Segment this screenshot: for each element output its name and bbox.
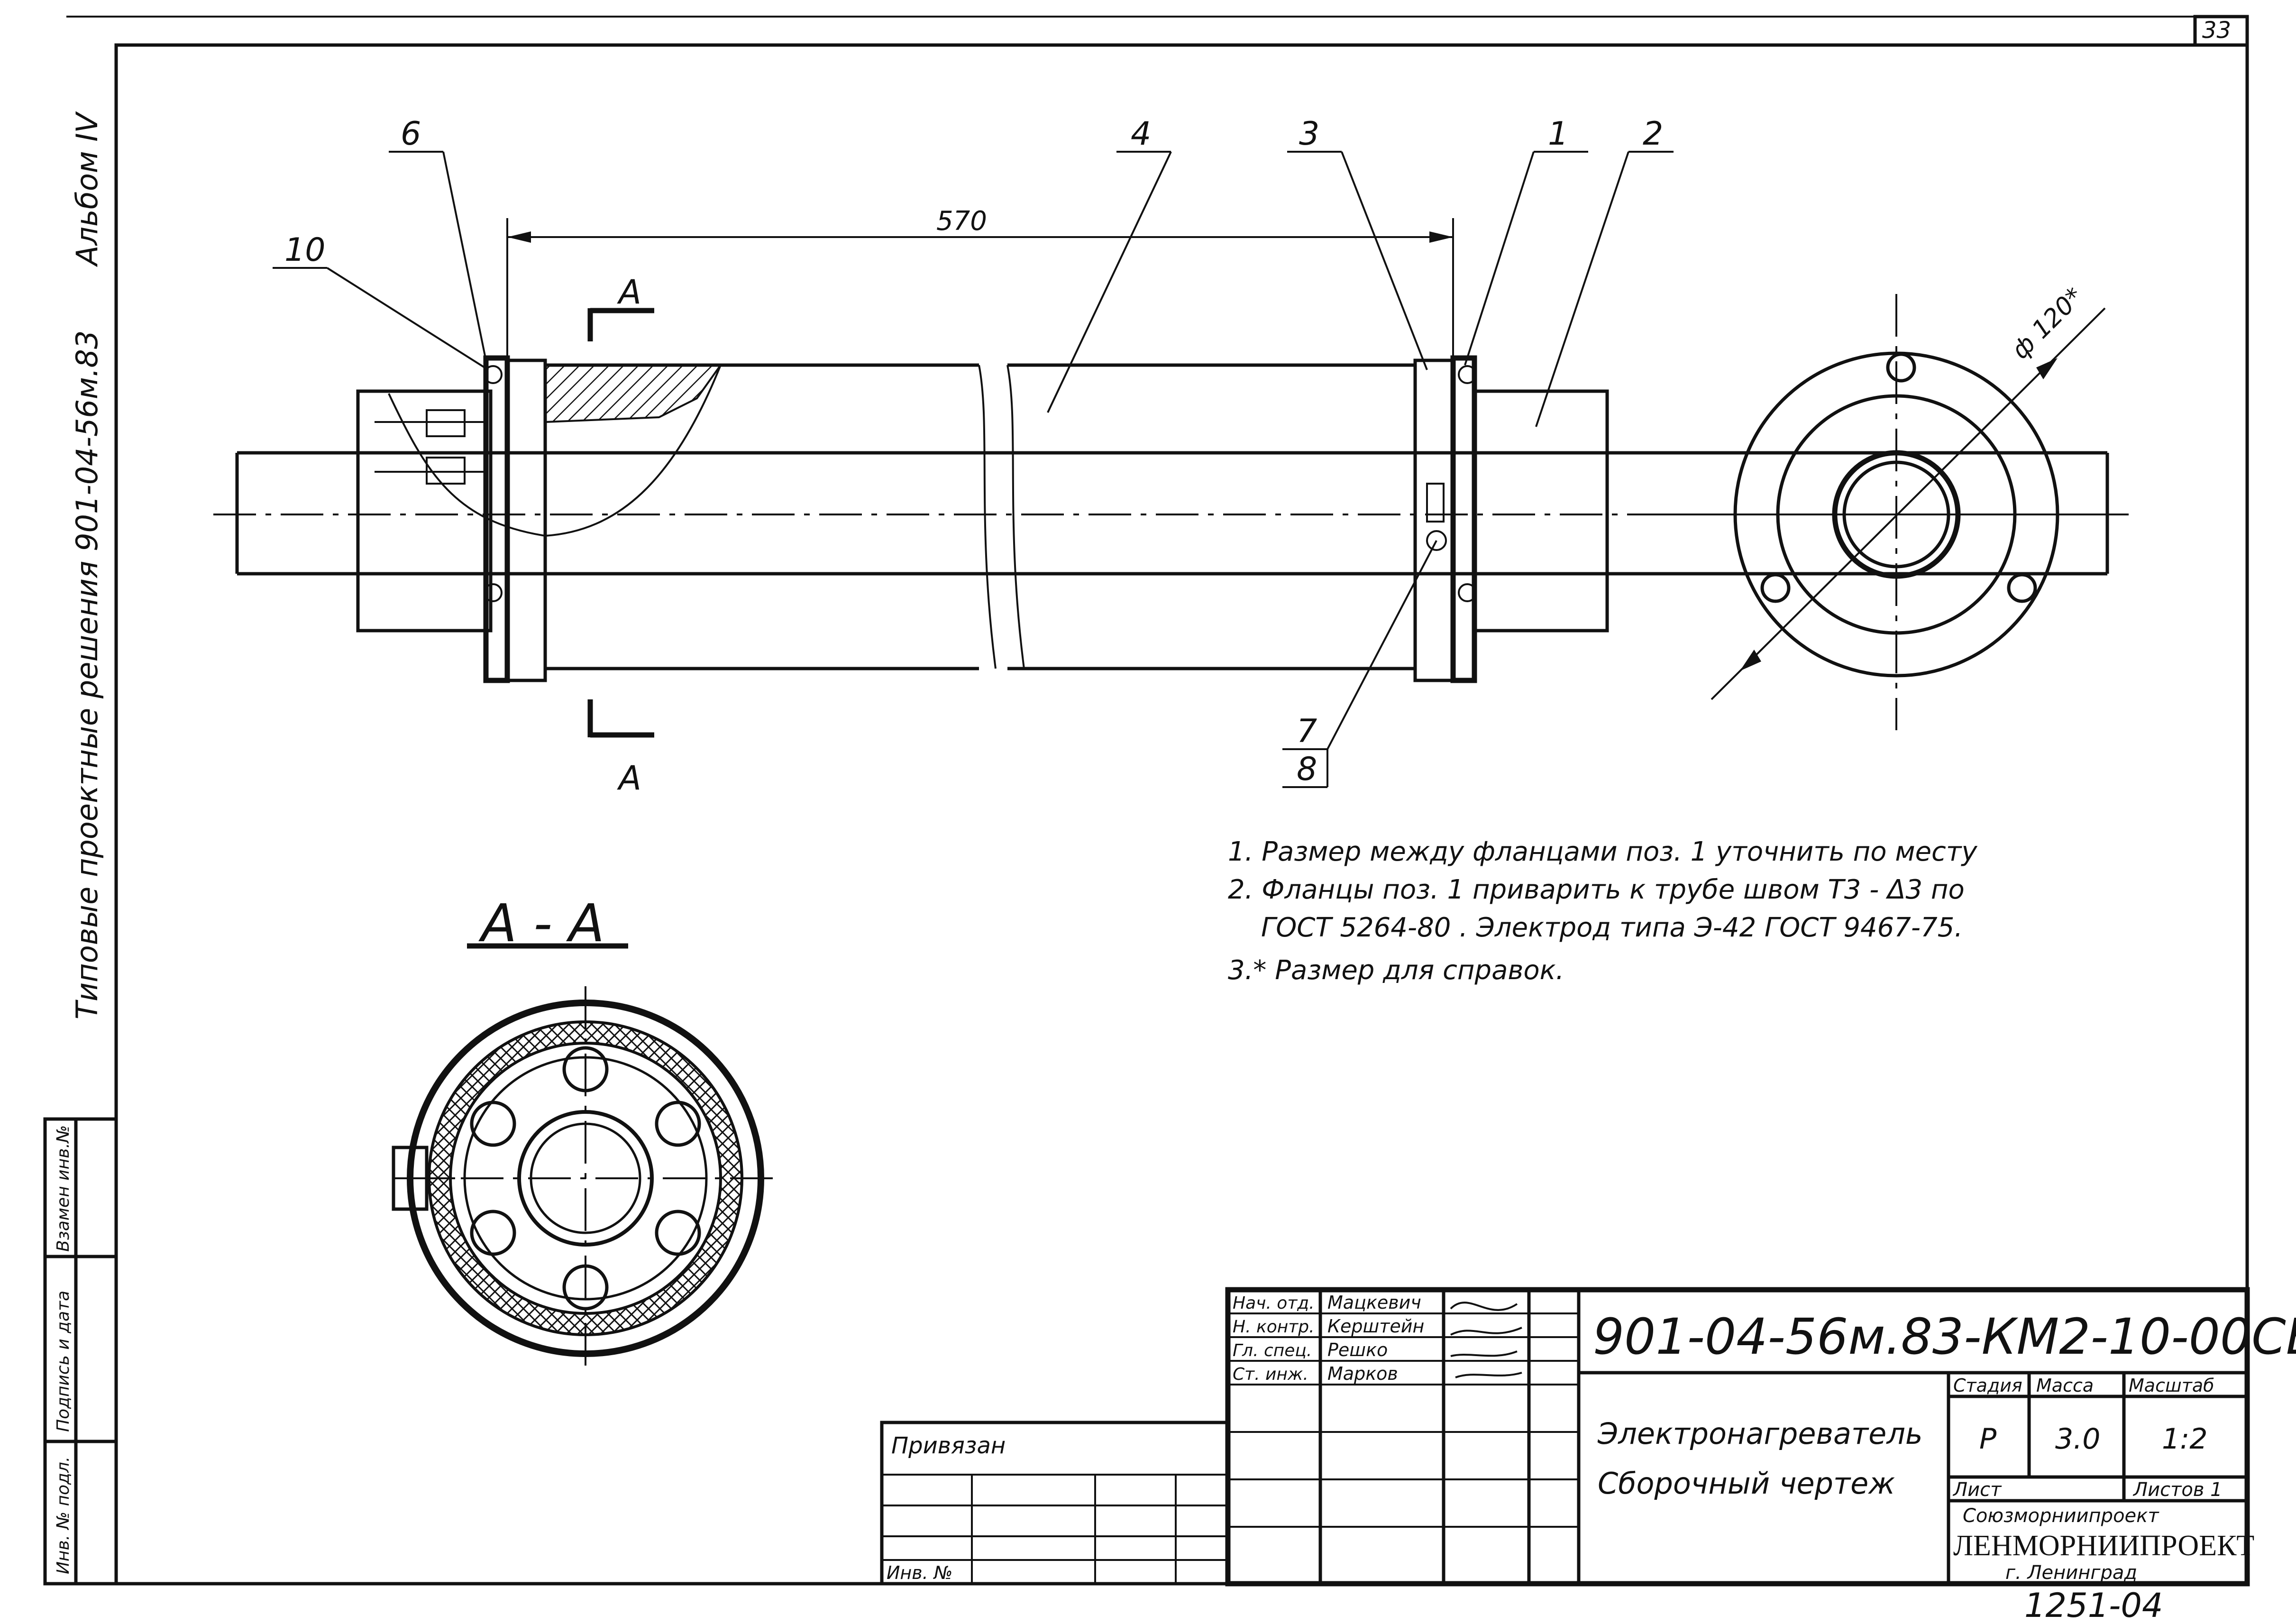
position-label-2: 2: [1643, 115, 1663, 153]
stage-header: Стадия: [1953, 1375, 2022, 1396]
mass-value: 3.0: [2055, 1422, 2100, 1456]
section-title: А - А: [478, 893, 604, 954]
title-block-grid: [880, 1287, 2250, 1587]
sign-role-3: Гл. спец.: [1233, 1341, 1312, 1360]
sign-name-2: Керштейн: [1327, 1316, 1424, 1337]
sign-role-4: Ст. инж.: [1233, 1365, 1308, 1384]
position-label-7: 7: [1297, 713, 1317, 750]
signatures-scribble: [1450, 1302, 1522, 1378]
sign-name-1: Мацкевич: [1327, 1292, 1421, 1313]
mass-header: Масса: [2036, 1375, 2094, 1396]
section-a-a-view: [392, 943, 778, 1370]
side-col-sign: Подпись и дата: [54, 1291, 73, 1432]
scale-header: Масштаб: [2129, 1375, 2214, 1396]
side-album-label: Альбом IV: [70, 110, 104, 267]
note-2: 2. Фланцы поз. 1 приварить к трубе швом …: [1228, 874, 1965, 905]
section-markers: [587, 308, 654, 738]
title-line-2: Сборочный чертеж: [1598, 1466, 1895, 1501]
position-label-8: 8: [1297, 751, 1317, 788]
position-label-4: 4: [1131, 115, 1151, 153]
sign-name-3: Решко: [1327, 1340, 1388, 1360]
dimension-text: 570: [936, 206, 987, 237]
sheets-label: Листов 1: [2132, 1479, 2223, 1501]
bottom-number: 1251-04: [2024, 1586, 2163, 1624]
sheet-label: Лист: [1952, 1479, 2002, 1501]
diameter-label: ф 120*: [2006, 282, 2089, 365]
org-line-3: г. Ленинград: [2005, 1562, 2137, 1584]
sign-role-2: Н. контр.: [1233, 1317, 1315, 1337]
position-label-3: 3: [1299, 115, 1319, 153]
elevation-view: [213, 355, 2129, 683]
position-label-10: 10: [284, 231, 326, 269]
leader-lines: [273, 151, 1674, 788]
side-series-label: Типовые проектные решения 901-04-56м.83: [70, 330, 104, 1019]
dimension-570: [506, 218, 1454, 360]
section-mark-top: А: [617, 273, 641, 312]
org-line-1: Союзморниипроект: [1963, 1505, 2159, 1527]
page-number: 33: [2202, 17, 2231, 44]
side-col-inv: Инв. № подл.: [54, 1457, 73, 1574]
drawing-code: 901-04-56м.83-КМ2-10-00СБ: [1593, 1308, 2296, 1366]
note-2-cont: ГОСТ 5264-80 . Электрод типа Э-42 ГОСТ 9…: [1261, 912, 1963, 943]
sign-role-1: Нач. отд.: [1233, 1294, 1315, 1313]
org-line-2: ЛЕНМОРНИИПРОЕКТ: [1953, 1530, 2254, 1562]
inv-no-label: Инв. №: [887, 1562, 952, 1583]
scale-value: 1:2: [2162, 1422, 2208, 1456]
stage-value: Р: [1979, 1422, 1997, 1456]
privyazan-label: Привязан: [891, 1432, 1006, 1459]
note-3: 3.* Размер для справок.: [1228, 955, 1564, 986]
title-line-1: Электронагреватель: [1597, 1416, 1922, 1451]
section-mark-bottom: А: [617, 759, 641, 798]
sign-name-4: Марков: [1327, 1363, 1398, 1384]
side-col-replace: Взамен инв.№: [54, 1125, 73, 1252]
end-view: [1669, 294, 2124, 730]
position-label-1: 1: [1548, 115, 1568, 153]
position-label-6: 6: [401, 115, 421, 153]
note-1: 1. Размер между фланцами поз. 1 уточнить…: [1228, 836, 1977, 867]
